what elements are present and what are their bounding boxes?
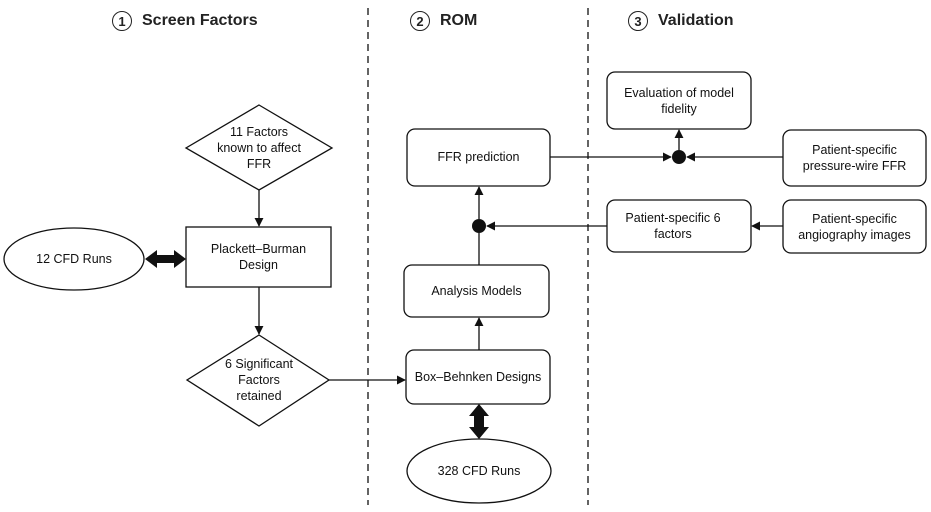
section-header-screen-factors: 1 Screen Factors <box>112 11 258 31</box>
box-behnken-box <box>405 349 551 405</box>
junction-dot-validation <box>672 150 686 164</box>
pb-runs-ellipse <box>3 227 145 291</box>
pressure-wire-label: Patient-specific pressure-wire FFR <box>802 143 907 173</box>
section-number-3: 3 <box>628 11 648 31</box>
plackett-burman-box <box>185 226 332 288</box>
pressure-wire-box <box>782 129 927 187</box>
angiography-label: Patient-specific angiography images <box>798 212 911 242</box>
section-number-2: 2 <box>410 11 430 31</box>
evaluation-label: Evaluation of model fidelity <box>624 85 734 116</box>
section-number-1: 1 <box>112 11 132 31</box>
junction-dot-prediction <box>472 219 486 233</box>
evaluation-box <box>606 71 752 130</box>
section-title-screen-factors: Screen Factors <box>142 12 258 29</box>
analysis-models-box <box>403 264 550 318</box>
section-title-validation: Validation <box>658 12 734 29</box>
six-factors-label: Patient-specific 6 factors <box>625 211 721 241</box>
double-arrow-bb-runs <box>469 404 489 439</box>
plackett-burman-label: Plackett–Burman Design <box>210 242 307 272</box>
section-header-rom: 2 ROM <box>410 11 477 31</box>
significant-label: 6 Significant Factors retained <box>224 357 294 403</box>
eleven-factors-label: 11 Factors known to affect FFR <box>217 125 301 171</box>
box-behnken-label: Box–Behnken Designs <box>414 370 542 384</box>
section-title-rom: ROM <box>440 12 478 29</box>
pb-runs-label: 12 CFD Runs <box>36 252 112 266</box>
analysis-models-label: Analysis Models <box>431 284 522 298</box>
double-arrow-pb-runs <box>145 250 186 268</box>
bb-runs-label: 328 CFD Runs <box>437 464 521 478</box>
significant-diamond <box>185 334 331 427</box>
section-header-validation: 3 Validation <box>628 11 734 31</box>
ffr-prediction-label: FFR prediction <box>437 150 520 164</box>
